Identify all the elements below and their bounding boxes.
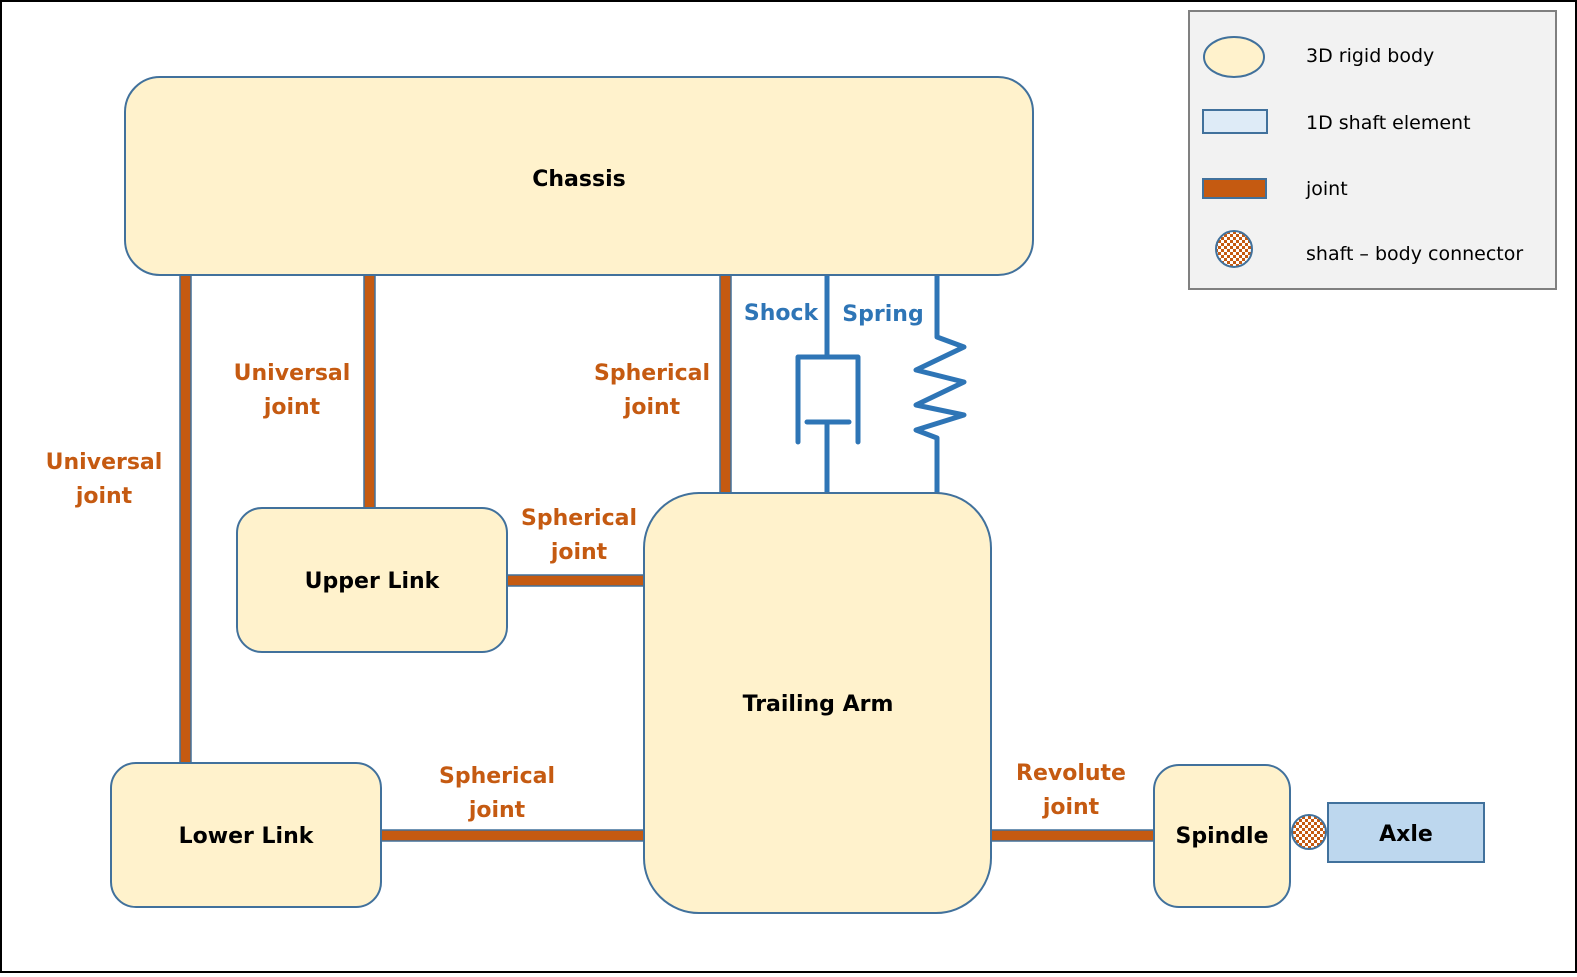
joint-bar-icon (1202, 178, 1267, 199)
shock-absorber[interactable] (795, 273, 861, 495)
shock-label: Shock (744, 301, 820, 326)
svg-text:Spherical: Spherical (521, 506, 637, 531)
rigid-body-ellipse-icon (1203, 36, 1265, 78)
joint-chassis-trailing-arm[interactable] (719, 273, 732, 495)
shaft-body-connector[interactable] (1291, 814, 1327, 850)
svg-text:joint: joint (550, 540, 608, 565)
trailing-arm-label: Trailing Arm (743, 692, 894, 717)
svg-text:joint: joint (623, 395, 681, 420)
legend-label-rigid-body: 3D rigid body (1306, 45, 1434, 67)
legend-label-shaft: 1D shaft element (1306, 112, 1471, 134)
joint-chassis-upper-link[interactable] (363, 273, 376, 510)
upper-link-label: Upper Link (305, 569, 441, 594)
chassis-label: Chassis (532, 167, 625, 192)
joint-label-chassis-upper-link: Universal joint (234, 361, 351, 420)
joint-label-upper-link-trailing-arm: Spherical joint (521, 506, 637, 565)
joint-chassis-lower-link[interactable] (179, 273, 192, 770)
upper-link-body[interactable]: Upper Link (236, 507, 508, 653)
spring-label: Spring (842, 302, 923, 327)
axle-shaft[interactable]: Axle (1327, 802, 1485, 863)
joint-lower-link-trailing-arm[interactable] (379, 829, 646, 842)
joint-label-chassis-trailing-arm: Spherical joint (594, 361, 710, 420)
shaft-rectangle-icon (1202, 109, 1268, 134)
legend-label-joint: joint (1305, 178, 1348, 200)
joint-trailing-arm-spindle[interactable] (989, 829, 1156, 842)
trailing-arm-body[interactable]: Trailing Arm (643, 492, 992, 914)
joint-label-trailing-arm-spindle: Revolute joint (1016, 761, 1126, 820)
svg-text:Spherical: Spherical (439, 764, 555, 789)
joint-upper-link-trailing-arm[interactable] (505, 574, 646, 587)
svg-text:joint: joint (75, 484, 133, 509)
connector-checkered-circle-icon (1215, 230, 1253, 268)
spring[interactable] (913, 273, 967, 495)
svg-text:Universal: Universal (46, 450, 163, 475)
svg-text:Spherical: Spherical (594, 361, 710, 386)
shock-cylinder (795, 354, 861, 445)
legend-label-connector: shaft – body connector (1306, 243, 1523, 265)
svg-text:joint: joint (1042, 795, 1100, 820)
svg-text:joint: joint (468, 798, 526, 823)
spindle-body[interactable]: Spindle (1153, 764, 1291, 908)
chassis-body[interactable]: Chassis (124, 76, 1034, 276)
svg-text:Revolute: Revolute (1016, 761, 1126, 786)
joint-label-chassis-lower-link: Universal joint (46, 450, 163, 509)
lower-link-label: Lower Link (179, 824, 315, 849)
spindle-label: Spindle (1175, 824, 1268, 849)
axle-label: Axle (1379, 822, 1433, 847)
legend: 3D rigid body 1D shaft element joint sha… (1188, 10, 1557, 290)
joint-label-lower-link-trailing-arm: Spherical joint (439, 764, 555, 823)
svg-text:joint: joint (263, 395, 321, 420)
svg-text:Universal: Universal (234, 361, 351, 386)
lower-link-body[interactable]: Lower Link (110, 762, 382, 908)
